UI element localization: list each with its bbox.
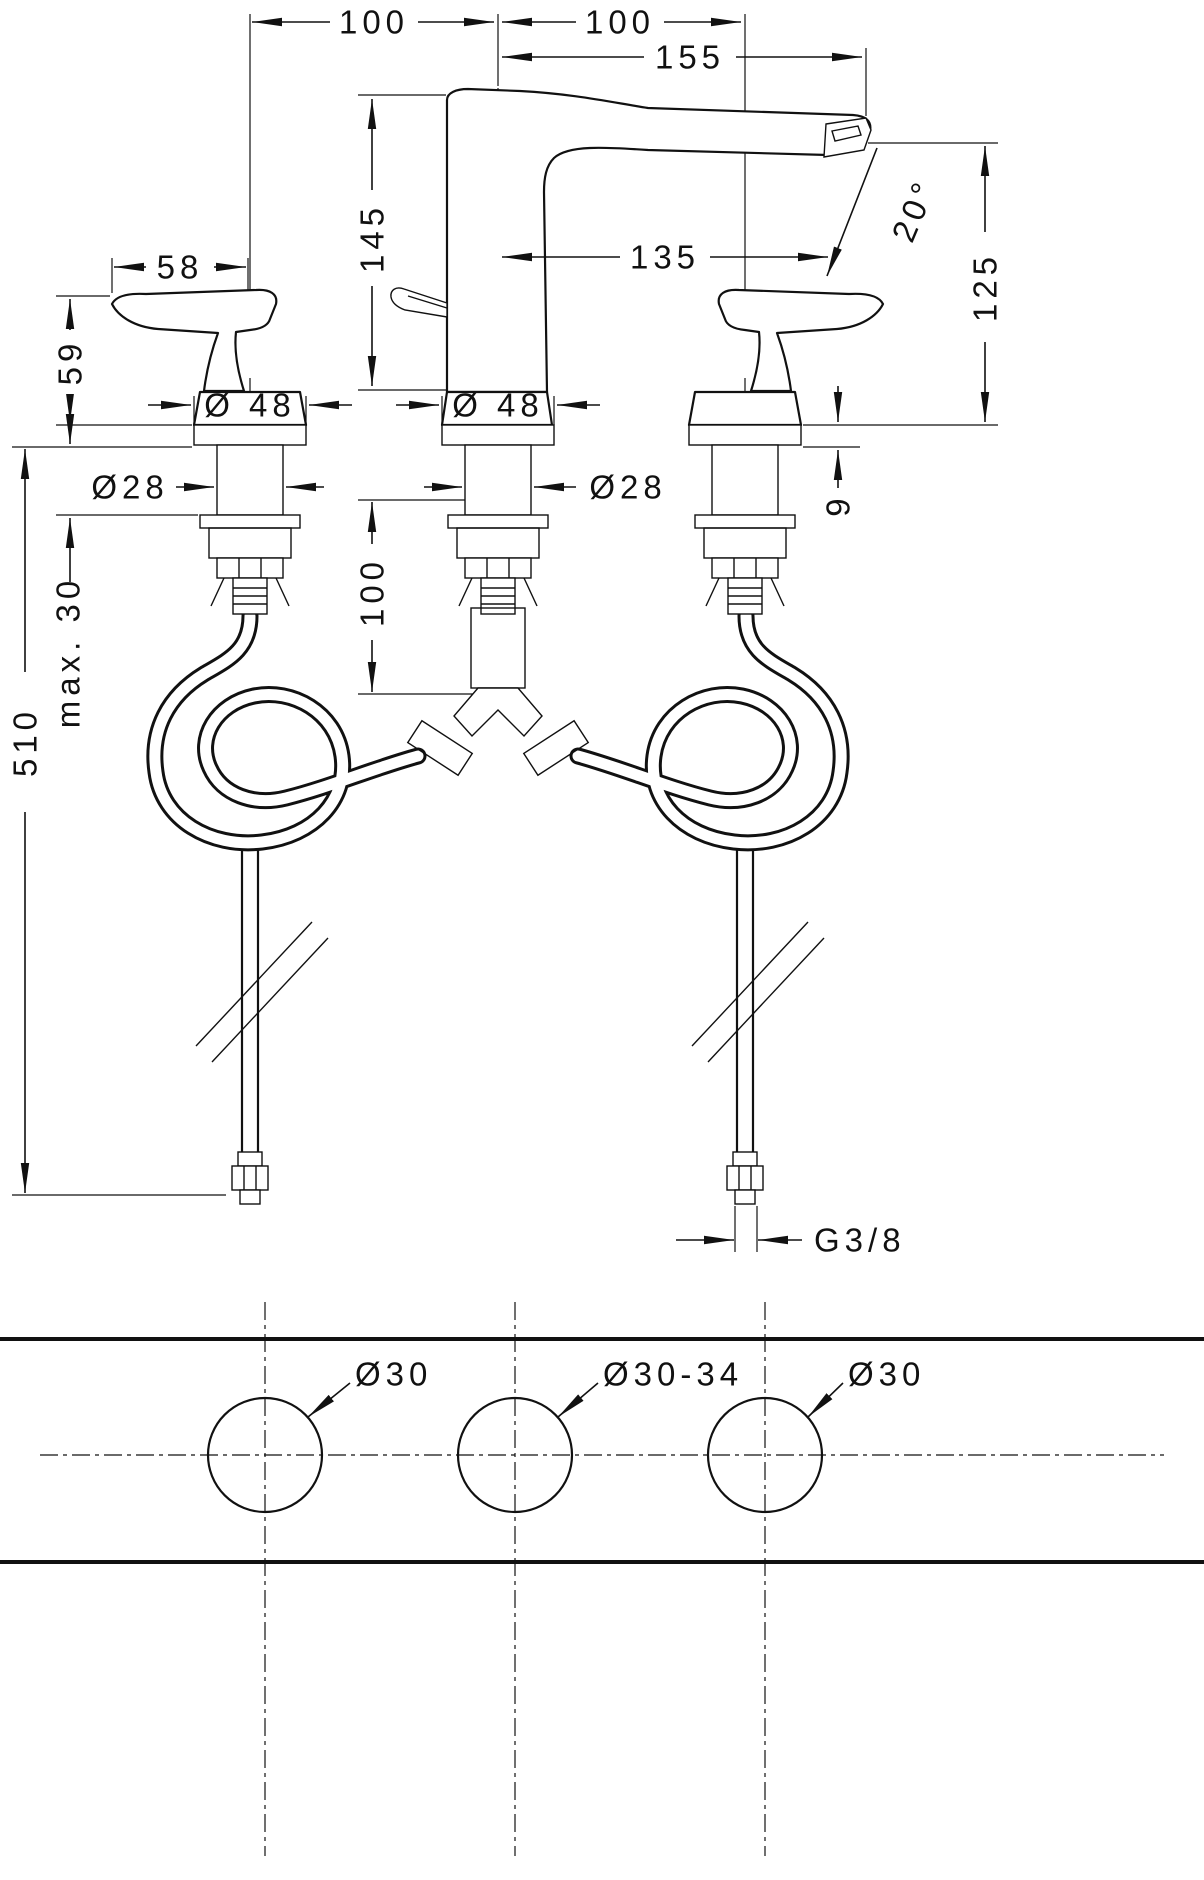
dim-thread-label: G3/8 [814,1222,906,1259]
dim-handle-length-label: 58 [157,249,204,286]
dim-max-counter-thickness: max. 30 [50,410,87,728]
dim-handle-height: 59 [52,299,89,422]
dim-spout-height-label: 145 [354,203,391,273]
dim-outlet-height-label: 125 [967,252,1004,322]
y-connector [453,687,543,738]
dim-hole-left: Ø30 [307,1356,432,1418]
dim-reach-total: 155 [502,39,862,76]
dim-spacing-right: 100 [502,4,741,41]
dim-base-dia-center-label: Ø 48 [452,387,544,424]
dim-hole-right-label: Ø30 [848,1356,925,1393]
dim-spray-angle: 20° [826,147,944,277]
dim-spacing-left: 100 [252,4,494,41]
mounting-hole-left [206,1396,324,1514]
hose-coupling-left [406,719,474,777]
dim-spout-height: 145 [354,99,391,386]
side-lever [390,287,448,318]
dim-reach-total-label: 155 [655,39,725,76]
right-supply-pipe [691,841,825,1205]
dim-hole-center-label: Ø30-34 [603,1356,743,1393]
dim-shaft-length-label: 100 [354,557,391,627]
right-hose [569,607,850,852]
dim-handle-height-label: 59 [52,339,89,386]
right-handle-unit [689,290,883,614]
dim-base-dia-center: Ø 48 [396,387,600,424]
dim-shaft-dia-center: Ø28 [424,469,666,506]
left-handle-unit [112,290,306,614]
dim-max-counter-thickness-label: max. 30 [50,576,87,728]
dim-reach-label: 135 [630,239,700,276]
hose-coupling-right [522,719,590,777]
dim-shaft-dia-left-label: Ø28 [91,469,168,506]
dim-shaft-length: 100 [354,502,391,692]
left-hose [146,607,427,852]
dim-spacing-left-label: 100 [339,4,409,41]
dim-plate-thickness: 9 [820,386,857,517]
dim-spray-angle-label: 20° [884,173,943,247]
spout-unit [390,87,872,777]
dim-plate-thickness-label: 9 [820,493,857,516]
mounting-hole-right [706,1396,824,1514]
dim-hole-left-label: Ø30 [355,1356,432,1393]
countertop-section: Ø30 Ø30-34 Ø30 [0,1302,1204,1856]
dim-outlet-height: 125 [967,146,1004,422]
dim-base-dia-left-label: Ø 48 [204,387,296,424]
dim-hole-center: Ø30-34 [557,1356,743,1418]
dim-handle-length: 58 [114,249,246,286]
dim-hole-right: Ø30 [807,1356,925,1418]
left-supply-pipe [195,841,329,1205]
dim-shaft-dia-left: Ø28 [91,469,324,506]
dim-reach: 135 [502,239,828,276]
hose-coupling-center [470,607,526,689]
dim-base-dia-left: Ø 48 [148,387,352,424]
dim-hose-height: 510 [7,449,44,1193]
dim-spacing-right-label: 100 [585,4,655,41]
dim-thread: G3/8 [676,1222,906,1259]
dim-hose-height-label: 510 [7,707,44,777]
mounting-hole-center [456,1396,574,1514]
dim-shaft-dia-center-label: Ø28 [589,469,666,506]
